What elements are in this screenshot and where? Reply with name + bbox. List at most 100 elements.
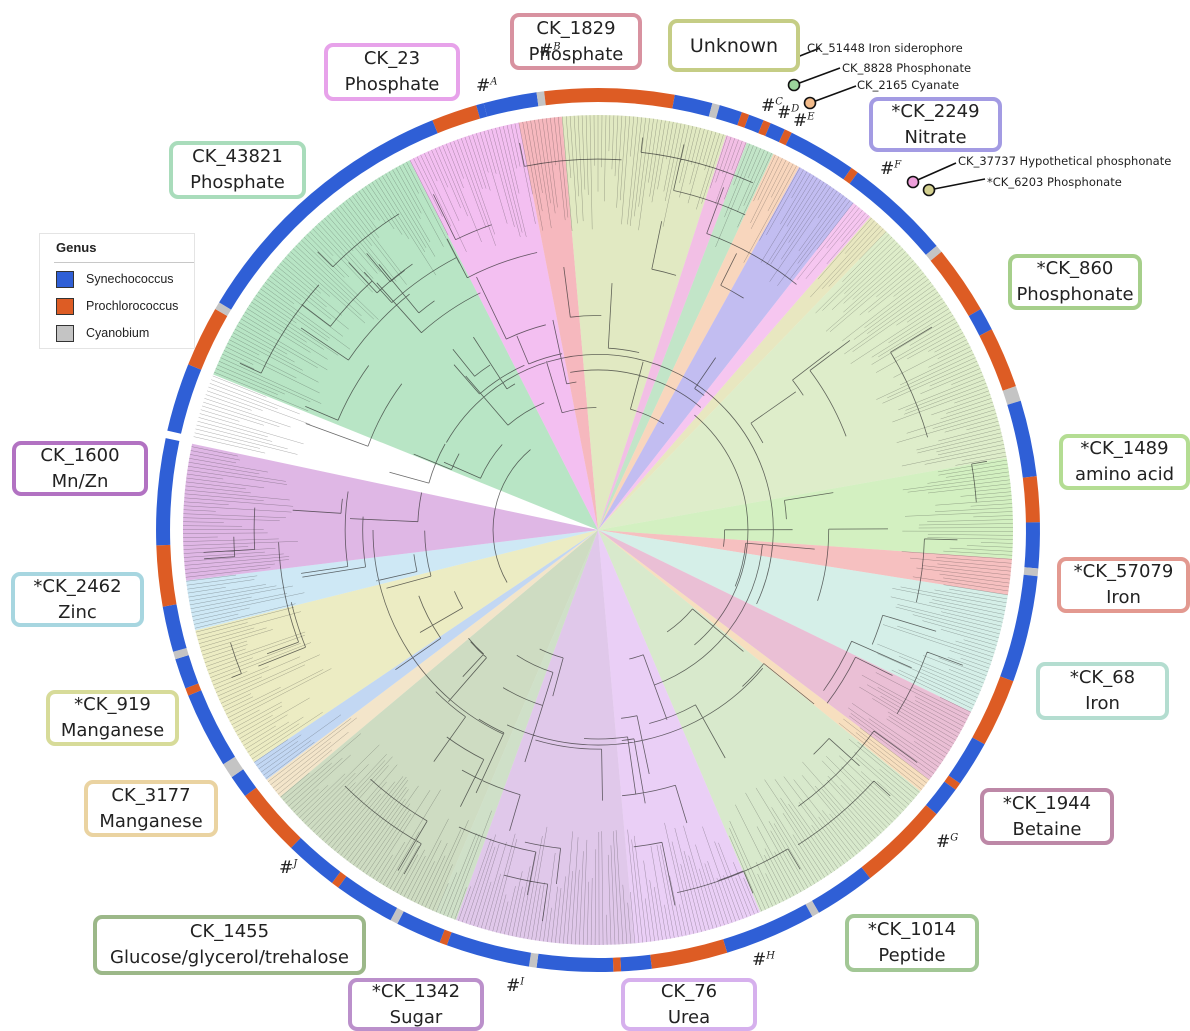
genus-ring-segment (188, 690, 235, 765)
genus-ring-segment (188, 309, 228, 370)
cluster-id: Unknown (689, 34, 779, 57)
cluster-sector (598, 457, 1014, 559)
genus-ring-segment (332, 871, 347, 888)
cluster-label-unknown: Unknown (668, 19, 800, 72)
cluster-id: *CK_68 (1069, 667, 1136, 688)
cluster-sector (598, 153, 800, 530)
genus-ring-segment (620, 954, 652, 972)
cluster-sector (598, 216, 887, 531)
marker-c: #C (761, 96, 783, 116)
cluster-function: Nitrate (904, 126, 967, 148)
small-cluster-label: CK_2165 Cyanate (857, 78, 960, 92)
marker-b: #B (539, 41, 561, 61)
genus-ring (156, 87, 1040, 972)
cluster-sector (195, 530, 599, 763)
marker-g: #G (936, 832, 959, 852)
cluster-function: Phosphonate (1016, 284, 1134, 305)
cluster-function: Manganese (99, 810, 203, 832)
cluster-sector (598, 530, 1012, 595)
cluster-sector (598, 530, 761, 944)
genus-ring-segment (716, 105, 742, 126)
genus-ring-segment (291, 837, 341, 883)
genus-ring-segment (948, 737, 985, 784)
cluster-id: *CK_860 (1036, 258, 1114, 279)
cluster-id: *CK_919 (74, 694, 151, 715)
marker-a: #A (476, 76, 498, 96)
genus-ring-segment (338, 876, 398, 921)
cluster-label-ck-2249: *CK_2249 Nitrate (869, 97, 1002, 152)
genus-ring-segment (536, 953, 614, 972)
genus-ring-segment (785, 132, 852, 180)
cluster-function: Mn/Zn (51, 470, 109, 492)
genus-legend: Genus Synechococcus Prochlorococcus Cyan… (39, 233, 195, 349)
genus-ring-segment (390, 907, 404, 924)
genus-ring-segment (972, 676, 1014, 745)
marker-h: #H (752, 950, 775, 970)
leaf-branches (182, 114, 1014, 946)
genus-ring-segment (708, 103, 720, 119)
cluster-sector (598, 135, 747, 531)
genus-ring-segment (156, 544, 177, 607)
genus-ring-segment (1007, 400, 1037, 478)
cluster-label-ck-57079: *CK_57079 Iron (1057, 557, 1190, 613)
cluster-label-ck-68: *CK_68 Iron (1036, 662, 1169, 720)
genus-ring-segment (175, 655, 199, 689)
cluster-function: Phosphate (344, 74, 440, 95)
cluster-label-ck-1944: *CK_1944 Betaine (980, 788, 1114, 845)
cluster-label-ck-1600: CK_1600 Mn/Zn (12, 441, 148, 496)
cluster-label-ck-2462: *CK_2462 Zinc (11, 572, 144, 627)
cluster-sector (598, 530, 1008, 712)
cluster-sector (435, 530, 598, 920)
legend-divider (54, 262, 194, 263)
marker-i: #I (506, 976, 525, 996)
cluster-label-ck-919: *CK_919 Manganese (46, 690, 179, 746)
cluster-id: CK_1455 (189, 921, 270, 942)
genus-ring-segment (245, 787, 301, 848)
small-cluster-label: *CK_6203 Phosphonate (987, 175, 1122, 189)
genus-ring-segment (737, 112, 750, 128)
genus-ring-segment (765, 123, 785, 143)
genus-ring-segment (544, 87, 675, 109)
genus-ring-segment (397, 911, 445, 943)
genus-ring-segment (650, 939, 728, 969)
cluster-id: CK_1600 (40, 444, 120, 466)
cluster-function: Manganese (60, 720, 165, 741)
cluster-label-ck-23: CK_23 Phosphate (324, 43, 460, 101)
legend-title: Genus (56, 240, 97, 255)
marker-d: #D (777, 103, 800, 123)
cluster-sector (598, 231, 1007, 530)
cluster-sector (456, 530, 635, 945)
marker-e: #E (793, 111, 815, 131)
cluster-label-ck-3177: CK_3177 Manganese (84, 780, 218, 837)
genus-ring-segment (223, 756, 244, 778)
cluster-id: *CK_1342 (371, 980, 461, 1002)
genus-ring-segment (849, 172, 937, 255)
cluster-label-ck-1455: CK_1455 Glucose/glycerol/trehalose (93, 915, 366, 975)
cluster-sector (409, 122, 598, 530)
genus-ring-segment (476, 103, 488, 119)
cluster-label-ck-1342: *CK_1342 Sugar (348, 978, 484, 1031)
internal-branches (203, 137, 988, 922)
genus-ring-segment (612, 957, 622, 972)
genus-ring-segment (173, 648, 189, 660)
cluster-id: CK_1829 (536, 17, 616, 39)
cluster-function: Peptide (878, 945, 946, 966)
cluster-sector (280, 530, 598, 912)
genus-ring-segment (215, 302, 232, 316)
cluster-id: *CK_1489 (1080, 438, 1169, 459)
genus-ring-segment (536, 91, 546, 107)
genus-ring-segment (925, 245, 942, 261)
cluster-sectors (183, 115, 1014, 945)
callout-leader-line (912, 162, 957, 183)
legend-label: Synechococcus (86, 272, 174, 286)
genus-ring-segment (231, 769, 257, 796)
small-cluster-label: CK_8828 Phosphonate (842, 61, 972, 75)
genus-ring-segment (723, 904, 813, 953)
cluster-sector (598, 167, 854, 530)
genus-ring-segment (528, 952, 539, 968)
cluster-id: CK_43821 (192, 146, 283, 167)
legend-label: Cyanobium (86, 326, 150, 340)
cluster-id: *CK_2249 (891, 100, 980, 122)
cyanobium-swatch (56, 325, 74, 342)
